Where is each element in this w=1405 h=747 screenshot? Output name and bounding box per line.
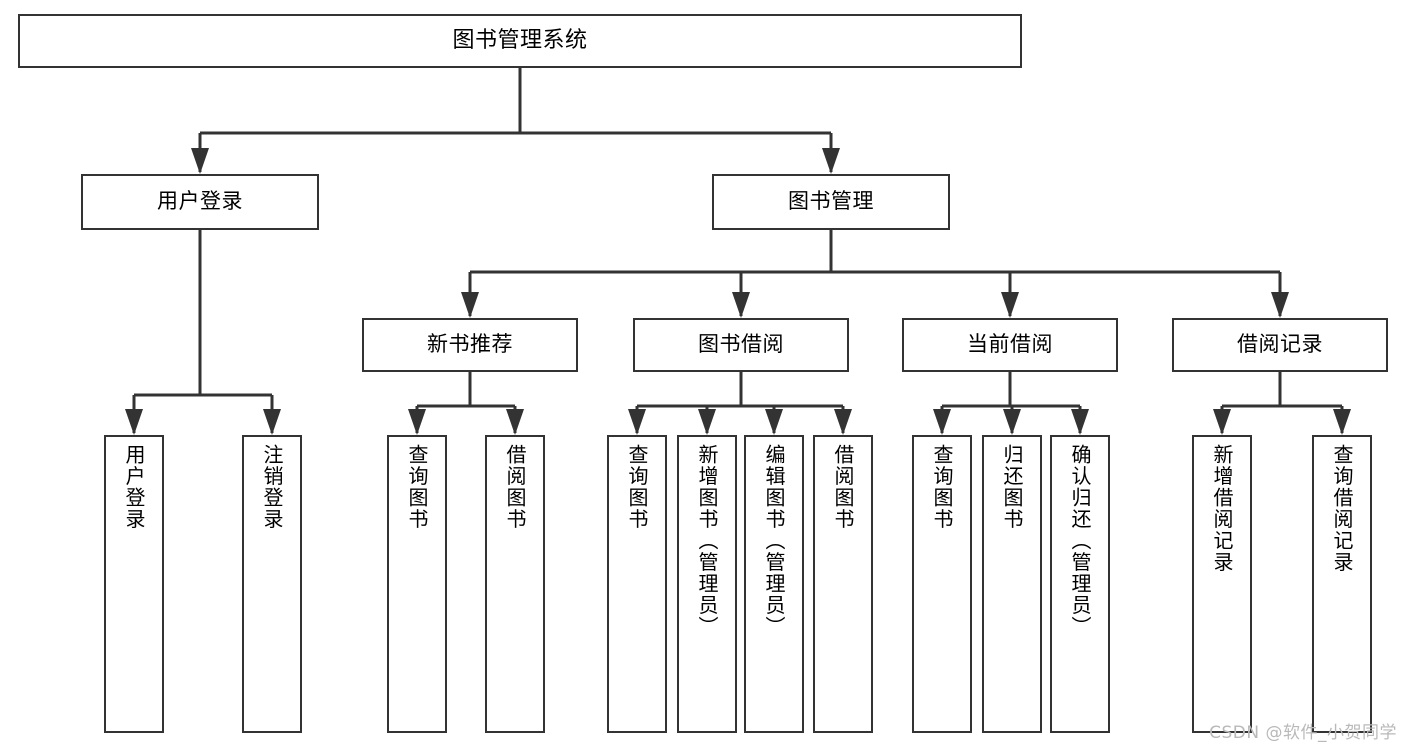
node-book-manage[interactable]: 图书管理 [712, 174, 950, 230]
edge-arrowhead-g-book-manage-1 [732, 292, 750, 318]
edge-arrowhead-g-book-borrow-3 [834, 409, 852, 435]
node-label-book-manage: 图书管理 [788, 189, 874, 214]
node-label-leaf-confirm-return: 确认归还（管理员） [1068, 444, 1092, 638]
node-leaf-edit-book[interactable]: 编辑图书（管理员） [744, 435, 804, 733]
node-label-leaf-add-book: 新增图书（管理员） [695, 444, 719, 638]
node-root[interactable]: 图书管理系统 [18, 14, 1022, 68]
edge-arrowhead-g-book-manage-2 [1001, 292, 1019, 318]
node-label-leaf-return-book: 归还图书 [1000, 444, 1024, 530]
node-label-leaf-edit-book: 编辑图书（管理员） [762, 444, 786, 638]
node-label-borrow-record: 借阅记录 [1237, 332, 1323, 357]
edge-arrowhead-g-current-borrow-0 [933, 409, 951, 435]
edge-arrowhead-g-book-borrow-0 [628, 409, 646, 435]
node-leaf-query-record[interactable]: 查询借阅记录 [1312, 435, 1372, 733]
node-new-book-rec[interactable]: 新书推荐 [362, 318, 578, 372]
node-label-root: 图书管理系统 [452, 27, 588, 53]
edge-arrowhead-g-root-1 [822, 148, 840, 174]
node-leaf-query-book-3[interactable]: 查询图书 [912, 435, 972, 733]
edge-arrowhead-g-borrow-record-1 [1333, 409, 1351, 435]
edge-arrowhead-g-new-book-rec-0 [408, 409, 426, 435]
edge-arrowhead-g-book-manage-3 [1271, 292, 1289, 318]
edge-arrowhead-g-current-borrow-1 [1003, 409, 1021, 435]
node-label-leaf-query-book-1: 查询图书 [405, 444, 429, 530]
node-leaf-query-book-1[interactable]: 查询图书 [387, 435, 447, 733]
node-label-current-borrow: 当前借阅 [967, 332, 1053, 357]
edge-arrowhead-g-book-borrow-1 [698, 409, 716, 435]
csdn-watermark: CSDN @软件_小贺同学 [1209, 723, 1397, 743]
node-label-leaf-user-logout: 注销登录 [260, 444, 284, 530]
node-label-leaf-borrow-book-1: 借阅图书 [503, 444, 527, 530]
node-current-borrow[interactable]: 当前借阅 [902, 318, 1118, 372]
node-label-leaf-query-book-2: 查询图书 [625, 444, 649, 530]
edge-arrowhead-g-user-login-1 [263, 409, 281, 435]
node-label-user-login: 用户登录 [157, 189, 243, 214]
node-label-leaf-add-record: 新增借阅记录 [1210, 444, 1234, 573]
node-label-book-borrow: 图书借阅 [698, 332, 784, 357]
node-leaf-add-record[interactable]: 新增借阅记录 [1192, 435, 1252, 733]
node-leaf-add-book[interactable]: 新增图书（管理员） [677, 435, 737, 733]
node-user-login[interactable]: 用户登录 [81, 174, 319, 230]
node-label-leaf-query-record: 查询借阅记录 [1330, 444, 1354, 573]
edge-arrowhead-g-current-borrow-2 [1071, 409, 1089, 435]
node-label-leaf-user-login: 用户登录 [122, 444, 146, 530]
node-leaf-borrow-book-2[interactable]: 借阅图书 [813, 435, 873, 733]
node-leaf-confirm-return[interactable]: 确认归还（管理员） [1050, 435, 1110, 733]
node-leaf-borrow-book-1[interactable]: 借阅图书 [485, 435, 545, 733]
node-leaf-user-logout[interactable]: 注销登录 [242, 435, 302, 733]
edge-arrowhead-g-root-0 [191, 148, 209, 174]
edge-arrowhead-g-new-book-rec-1 [506, 409, 524, 435]
node-label-leaf-query-book-3: 查询图书 [930, 444, 954, 530]
edge-arrowhead-g-book-borrow-2 [765, 409, 783, 435]
edge-arrowhead-g-book-manage-0 [461, 292, 479, 318]
node-label-leaf-borrow-book-2: 借阅图书 [831, 444, 855, 530]
node-book-borrow[interactable]: 图书借阅 [633, 318, 849, 372]
node-borrow-record[interactable]: 借阅记录 [1172, 318, 1388, 372]
node-leaf-query-book-2[interactable]: 查询图书 [607, 435, 667, 733]
node-leaf-return-book[interactable]: 归还图书 [982, 435, 1042, 733]
edge-arrowhead-g-borrow-record-0 [1213, 409, 1231, 435]
node-leaf-user-login[interactable]: 用户登录 [104, 435, 164, 733]
node-label-new-book-rec: 新书推荐 [427, 332, 513, 357]
edge-arrowhead-g-user-login-0 [125, 409, 143, 435]
